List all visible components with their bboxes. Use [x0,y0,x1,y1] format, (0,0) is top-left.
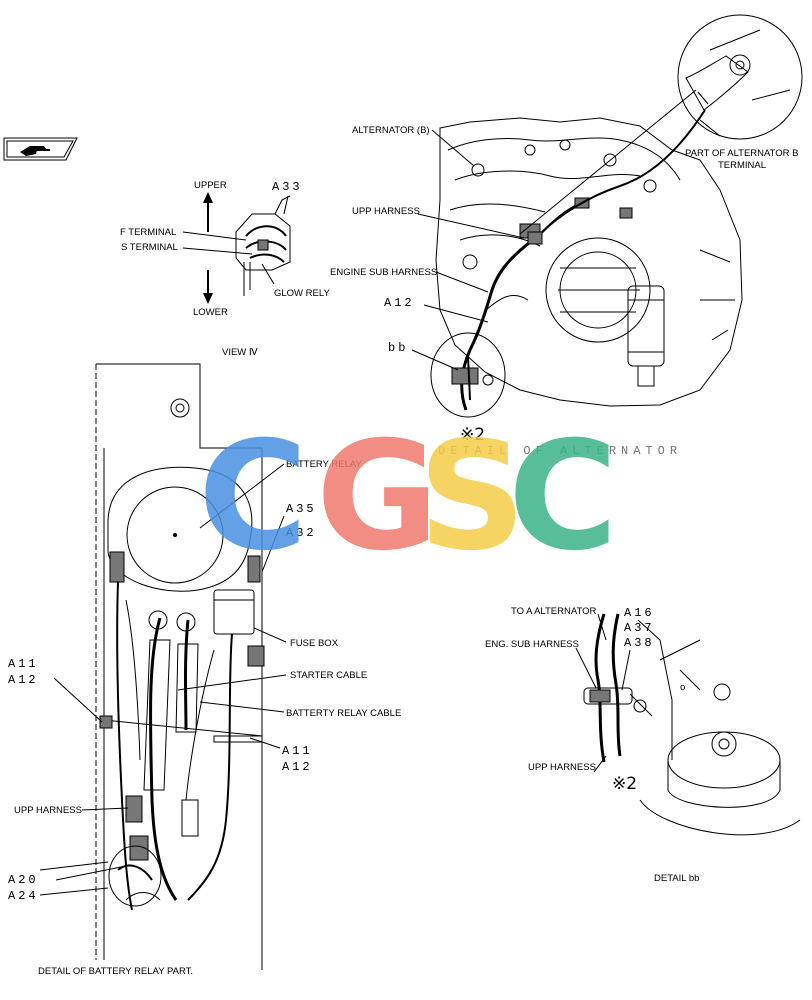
alt-a12-code: A12 [384,296,415,310]
watermark-letter-4: C [508,410,618,584]
alt-bb-code: bb [388,341,408,355]
view-iv-section: UPPER LOWER F TERMINAL S TERMINAL GLOW R… [120,180,330,358]
view-iv-title: VIEW Ⅳ [222,347,259,358]
engine-drawing [435,117,743,407]
detail-bb-title: DETAIL bb [654,873,699,884]
bb-small-o: o [680,682,685,693]
s-terminal-label: S TERMINAL [121,242,178,253]
lower-label: LOWER [193,307,228,318]
cgsc-watermark: C G S C [198,410,618,584]
to-alternator-label: TO A ALTERNATOR [511,606,596,617]
watermark-letter-1: C [198,410,308,584]
lower-connectors [39,795,199,907]
terminal-inset [677,14,803,140]
fuse-box-drawing [213,589,265,667]
battery-relay-section: BATTERY RELAY A35 A32 FUSE BOX STARTER C… [8,363,401,977]
alternator-section: ALTERNATOR (B) UPP HARNESS ENGINE SUB HA… [330,14,803,458]
bb-a38-code: A38 [624,636,655,650]
bb-a37-code: A37 [624,621,655,635]
view-iv-code: A33 [272,180,303,194]
batt-a35-code: A35 [286,502,317,516]
batt-a20-code: A20 [8,873,39,887]
detail-bb-section: o TO A ALTERNATOR ENG. SUB HARNESS UPP H… [485,606,801,884]
fuse-box-label: FUSE BOX [290,638,339,649]
alternator-b-label: ALTERNATOR (B) [352,125,430,136]
glow-relay-drawing [235,195,291,296]
battery-relay-title: DETAIL OF BATTERY RELAY PART. [38,966,193,977]
battery-relay-label: BATTERY RELAY [286,459,363,470]
part-of-terminal-label: PART OF ALTERNATOR B [685,148,799,159]
batt-a11-right-code: A11 [282,744,313,758]
alt-mark-2: ※2 [460,425,485,445]
eng-sub-harness-label: ENG. SUB HARNESS [485,639,579,650]
bb-mark-2: ※2 [612,774,637,794]
batt-a11-left-code: A11 [8,657,39,671]
upper-label: UPPER [194,180,227,191]
batt-a32-code: A32 [286,526,317,540]
batt-a12-left-code: A12 [8,673,39,687]
battery-relay-drawing [107,466,261,592]
starter-cable-label: STARTER CABLE [290,670,367,681]
cables-drawing [99,581,263,911]
frame-plate [95,363,263,970]
watermark-letter-3: S [418,410,526,584]
batt-a24-code: A24 [8,889,39,903]
battery-relay-cable-label: BATTERTY RELAY CABLE [286,708,401,719]
upp-harness-route [460,109,706,411]
nav-button[interactable] [3,137,78,161]
bb-inset [430,332,506,418]
bb-drawing: o [583,613,801,836]
alternator-title: DETAIL OF ALTERNATOR [438,444,682,458]
batt-upp-harness-label: UPP HARNESS [14,805,82,816]
engine-sub-harness-label: ENGINE SUB HARNESS [330,267,437,278]
bb-upp-harness-label: UPP HARNESS [528,762,596,773]
bb-a16-code: A16 [624,606,655,620]
alt-upp-harness-label: UPP HARNESS [352,206,420,217]
hand-pointing-icon [20,146,50,156]
f-terminal-label: F TERMINAL [120,227,176,238]
terminal-label: TERMINAL [718,160,766,171]
glow-rely-label: GLOW RELY [274,288,330,299]
watermark-letter-2: G [316,410,439,584]
batt-a12-right-code: A12 [282,760,313,774]
